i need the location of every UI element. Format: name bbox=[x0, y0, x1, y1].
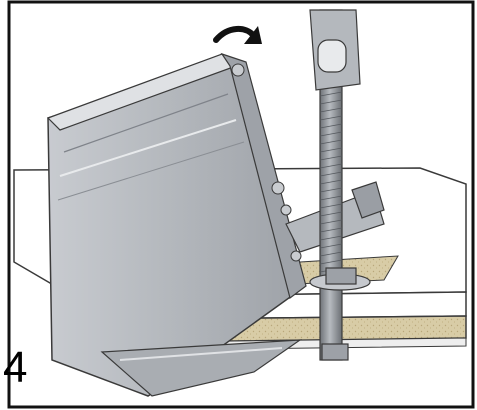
housing-end-plate bbox=[220, 52, 307, 300]
housing-lip-line bbox=[119, 347, 283, 361]
end-plate-screw bbox=[280, 204, 292, 216]
curved-arrow-icon bbox=[213, 26, 262, 44]
housing-bottom-lip bbox=[100, 339, 303, 397]
frame-border bbox=[7, 0, 475, 409]
housing-ridge-1 bbox=[63, 93, 229, 153]
housing-ridge-2 bbox=[59, 119, 237, 177]
end-plate-screw bbox=[271, 181, 285, 195]
end-plate-screw bbox=[290, 250, 302, 262]
end-plate-screw bbox=[231, 63, 245, 77]
rod-nut bbox=[325, 267, 357, 285]
rod-threads bbox=[319, 91, 343, 273]
step-number: 4 bbox=[3, 343, 28, 392]
clamp-slot bbox=[317, 39, 347, 73]
rod-nut-lower bbox=[321, 343, 349, 361]
bracket-clip bbox=[351, 181, 385, 219]
housing-ridge-3 bbox=[57, 141, 245, 201]
